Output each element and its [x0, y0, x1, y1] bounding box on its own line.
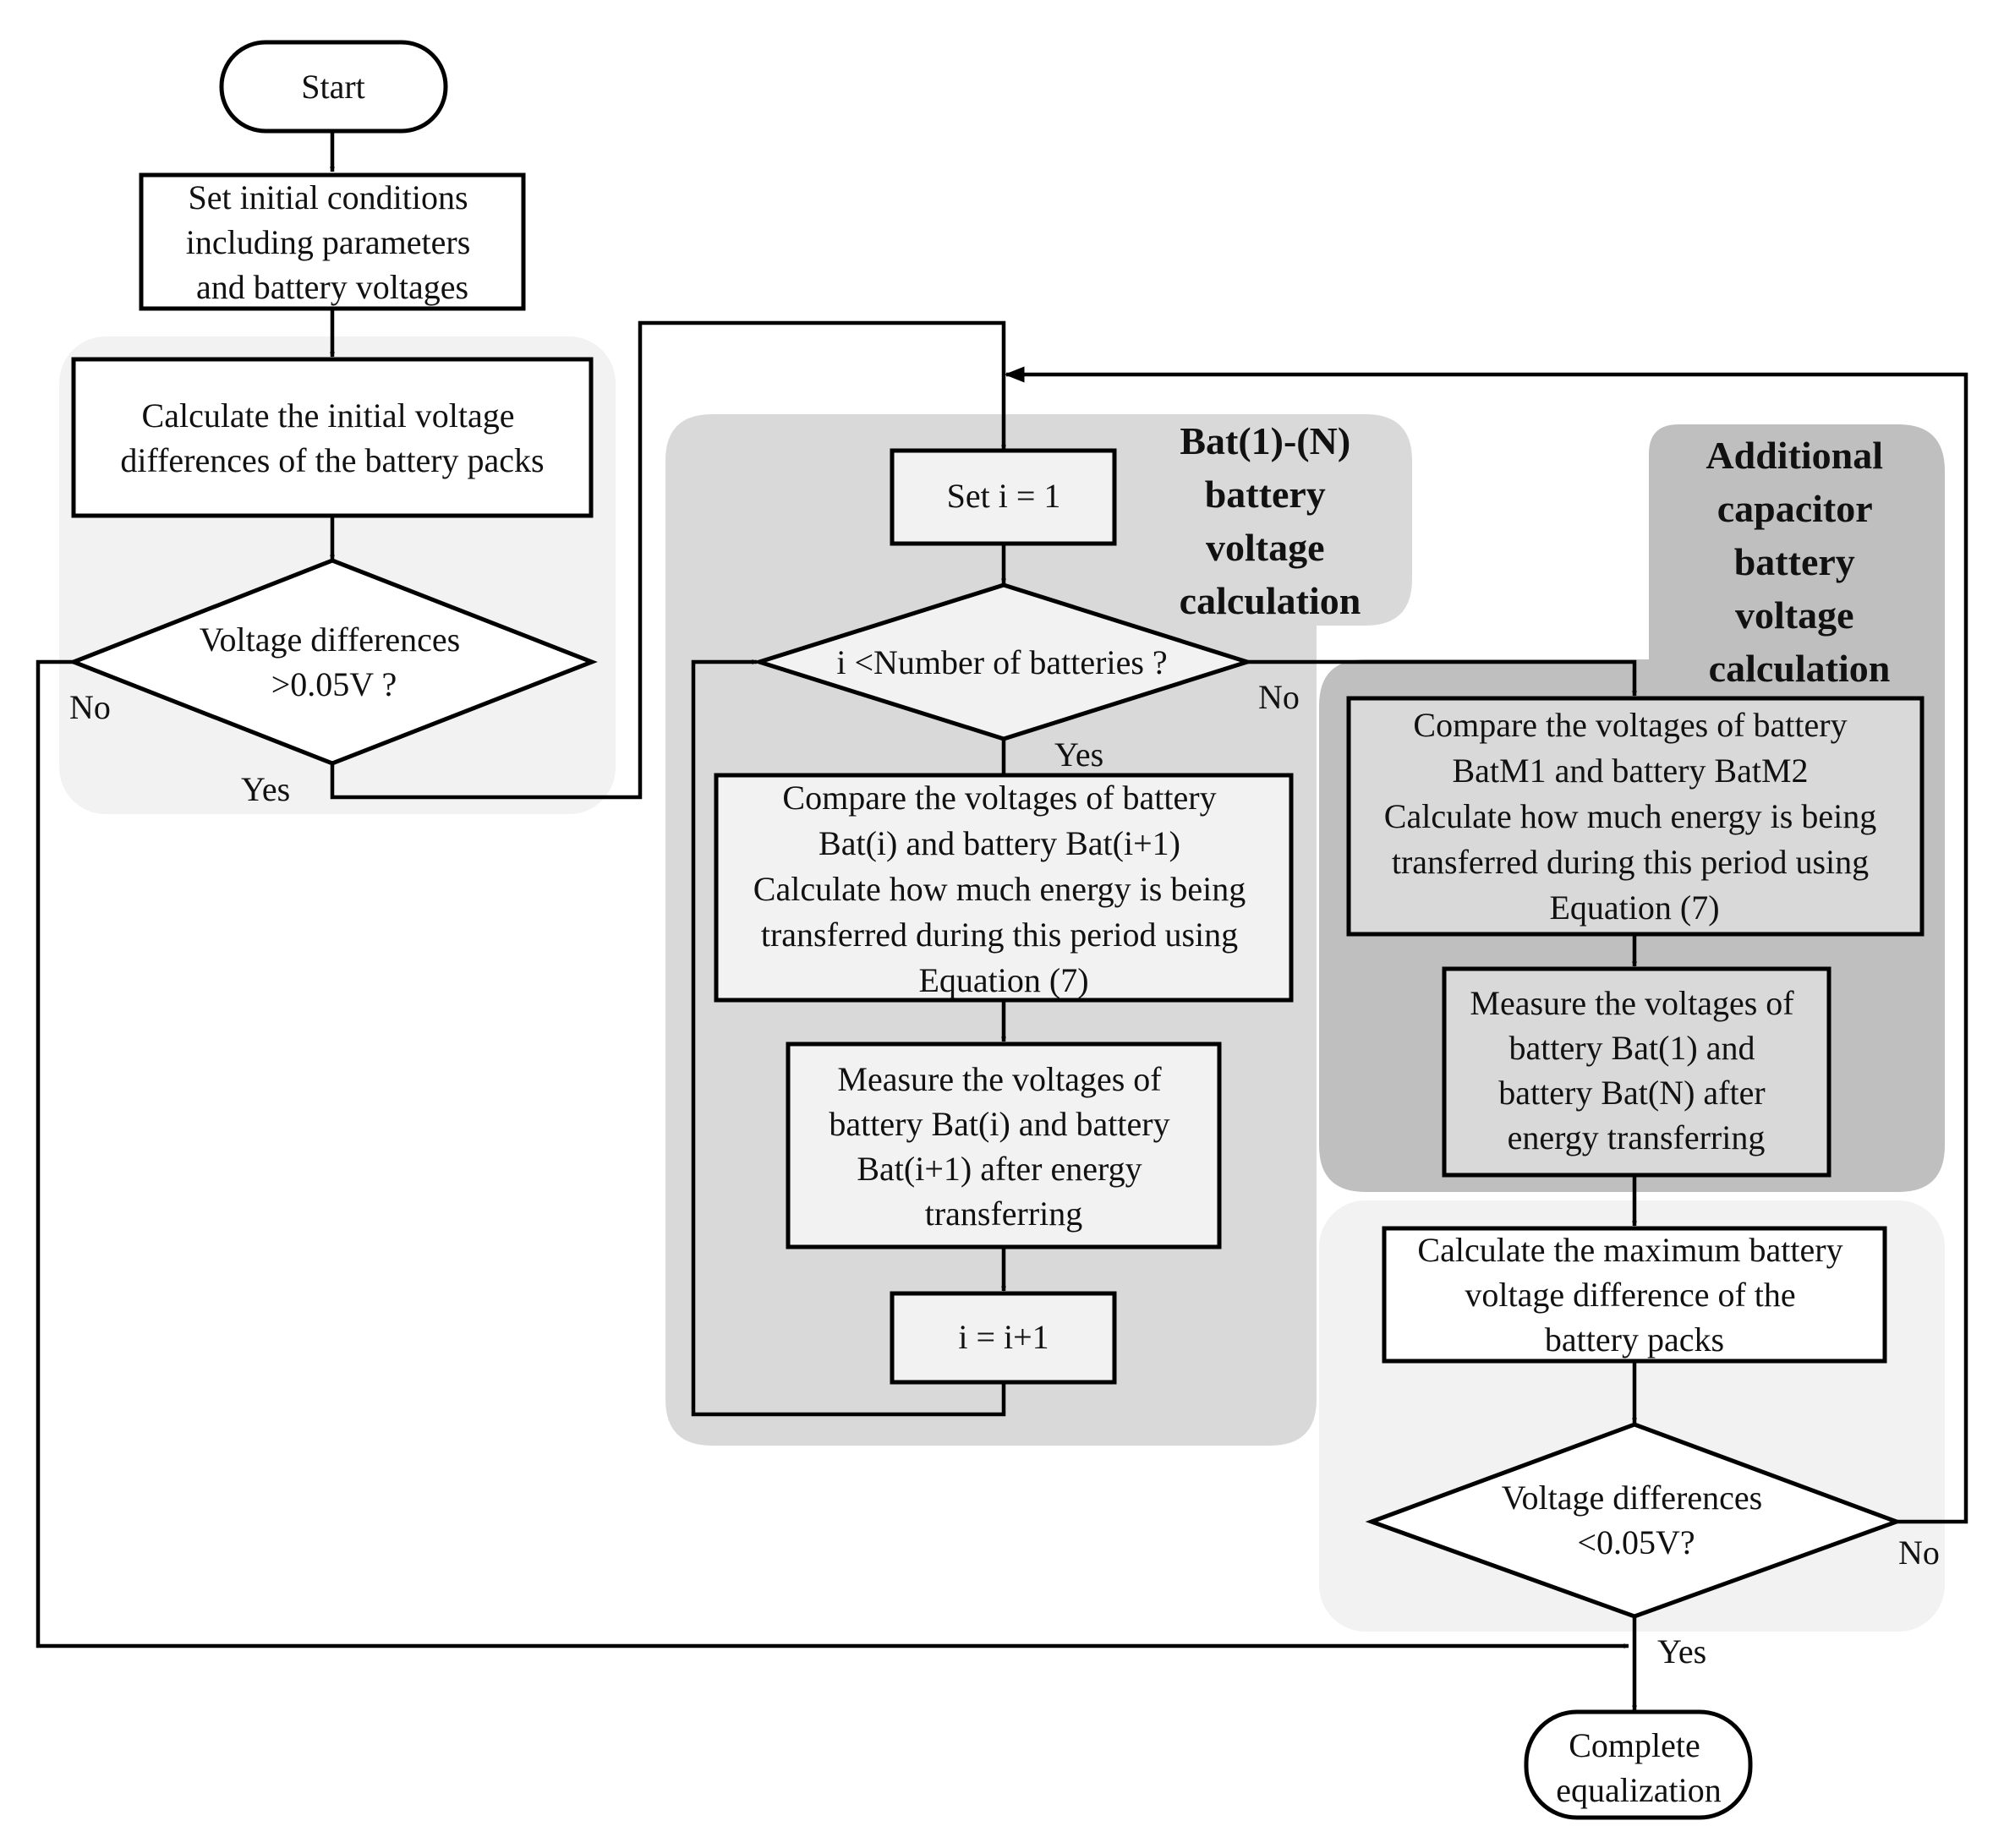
- region-bat-loop-line: voltage: [1206, 526, 1325, 569]
- start-label: Start: [301, 68, 365, 106]
- compare-m-line: Calculate how much energy is being: [1384, 797, 1876, 835]
- measure-i-line: Measure the voltages of: [837, 1060, 1162, 1098]
- measure-i-line: Bat(i+1) after energy: [857, 1150, 1142, 1188]
- measure-i-text: Measure the voltages of battery Bat(i) a…: [829, 1060, 1178, 1233]
- region-bat-loop-line: battery: [1205, 473, 1326, 516]
- calc-max-line: voltage difference of the: [1465, 1276, 1795, 1314]
- decision1-line: >0.05V ?: [271, 665, 397, 703]
- init-text: Set initial conditions including paramet…: [186, 178, 479, 306]
- compare-i-line: Equation (7): [918, 961, 1088, 999]
- region-bat-loop-title: Bat(1)-(N) battery voltage calculation: [1180, 419, 1361, 622]
- compare-i-line: Bat(i) and battery Bat(i+1): [819, 824, 1180, 862]
- increment-label: i = i+1: [958, 1318, 1049, 1356]
- calc-initial-line: differences of the battery packs: [120, 441, 544, 479]
- measure-m-box: [1442, 966, 1831, 1178]
- compare-i-line: Compare the voltages of battery: [782, 779, 1216, 817]
- decision1-diamond: [68, 558, 598, 766]
- decision2-text: Voltage differences <0.05V?: [1502, 1479, 1771, 1561]
- arrow-loop-back: [691, 659, 1006, 1417]
- calc-max-box: [1382, 1226, 1887, 1364]
- compare-m-line: BatM1 and battery BatM2: [1452, 752, 1808, 790]
- region-additional-line: battery: [1734, 540, 1855, 583]
- region-additional-line: voltage: [1735, 593, 1854, 637]
- measure-m-line: Measure the voltages of: [1470, 984, 1794, 1022]
- compare-i-text: Compare the voltages of battery Bat(i) a…: [753, 779, 1254, 999]
- measure-m-text: Measure the voltages of battery Bat(1) a…: [1470, 984, 1802, 1156]
- decision2-diamond: [1365, 1422, 1903, 1619]
- measure-i-box: [786, 1042, 1222, 1249]
- decision1-no-label: No: [69, 688, 111, 726]
- arrow-decision2-no: [1004, 366, 1968, 1524]
- connectors: [36, 131, 1968, 1711]
- compare-i-box: [714, 773, 1294, 1003]
- decision-i-diamond: [752, 582, 1255, 741]
- decision1-text: Voltage differences >0.05V ?: [200, 621, 468, 703]
- region-additional-line: Additional: [1706, 434, 1883, 477]
- compare-i-line: Calculate how much energy is being: [753, 870, 1246, 908]
- compare-m-line: Equation (7): [1549, 888, 1719, 927]
- measure-i-line: battery Bat(i) and battery: [829, 1105, 1169, 1143]
- measure-m-line: battery Bat(N) after: [1498, 1074, 1765, 1112]
- calc-max-line: battery packs: [1545, 1320, 1724, 1359]
- complete-text: Complete equalization: [1556, 1726, 1721, 1809]
- region-bat-loop-line: Bat(1)-(N): [1180, 419, 1350, 462]
- init-line: and battery voltages: [196, 268, 468, 306]
- increment-box: [890, 1291, 1117, 1385]
- init-line: Set initial conditions: [188, 178, 468, 216]
- region-additional-line: calculation: [1709, 647, 1891, 690]
- arrow-decisioni-no: [1247, 659, 1637, 697]
- calc-max-line: Calculate the maximum battery: [1417, 1231, 1842, 1269]
- compare-m-text: Compare the voltages of battery BatM1 an…: [1384, 706, 1885, 927]
- region-bat-loop-line: calculation: [1180, 579, 1361, 622]
- compare-m-line: transferred during this period using: [1392, 843, 1869, 881]
- measure-m-line: battery Bat(1) and: [1509, 1029, 1755, 1067]
- measure-m-line: energy transferring: [1508, 1118, 1766, 1156]
- set-i-label: Set i = 1: [947, 477, 1061, 515]
- calc-initial-box: [71, 357, 594, 518]
- arrow-decision1-no: [36, 659, 1629, 1648]
- decision1-yes-label: Yes: [241, 770, 290, 808]
- calc-initial-line: Calculate the initial voltage: [142, 396, 515, 435]
- decision2-line: <0.05V?: [1577, 1523, 1695, 1561]
- decision1-line: Voltage differences: [200, 621, 460, 659]
- complete-terminal: [1524, 1709, 1753, 1820]
- set-i-box: [890, 448, 1117, 546]
- compare-m-line: Compare the voltages of battery: [1413, 706, 1847, 744]
- decision-i-label: i <Number of batteries ?: [836, 643, 1167, 681]
- measure-i-line: transferring: [925, 1195, 1083, 1233]
- decision-i-yes-label: Yes: [1054, 735, 1103, 774]
- complete-line: equalization: [1556, 1771, 1721, 1809]
- decision2-yes-label: Yes: [1657, 1632, 1706, 1670]
- init-box: [139, 172, 526, 311]
- compare-m-box: [1346, 696, 1925, 937]
- region-additional-line: capacitor: [1717, 487, 1873, 530]
- arrow-decision1-yes: [330, 320, 1006, 800]
- compare-i-line: transferred during this period using: [761, 916, 1238, 954]
- region-additional-title: Additional capacitor battery voltage cal…: [1706, 434, 1892, 690]
- decision2-no-label: No: [1898, 1534, 1940, 1572]
- calc-max-text: Calculate the maximum battery voltage di…: [1417, 1231, 1851, 1359]
- start-terminal: [219, 40, 448, 134]
- init-line: including parameters: [186, 223, 471, 261]
- calc-initial-text: Calculate the initial voltage difference…: [120, 396, 544, 479]
- decision-i-no-label: No: [1258, 678, 1300, 716]
- complete-line: Complete: [1569, 1726, 1700, 1764]
- decision2-line: Voltage differences: [1502, 1479, 1762, 1517]
